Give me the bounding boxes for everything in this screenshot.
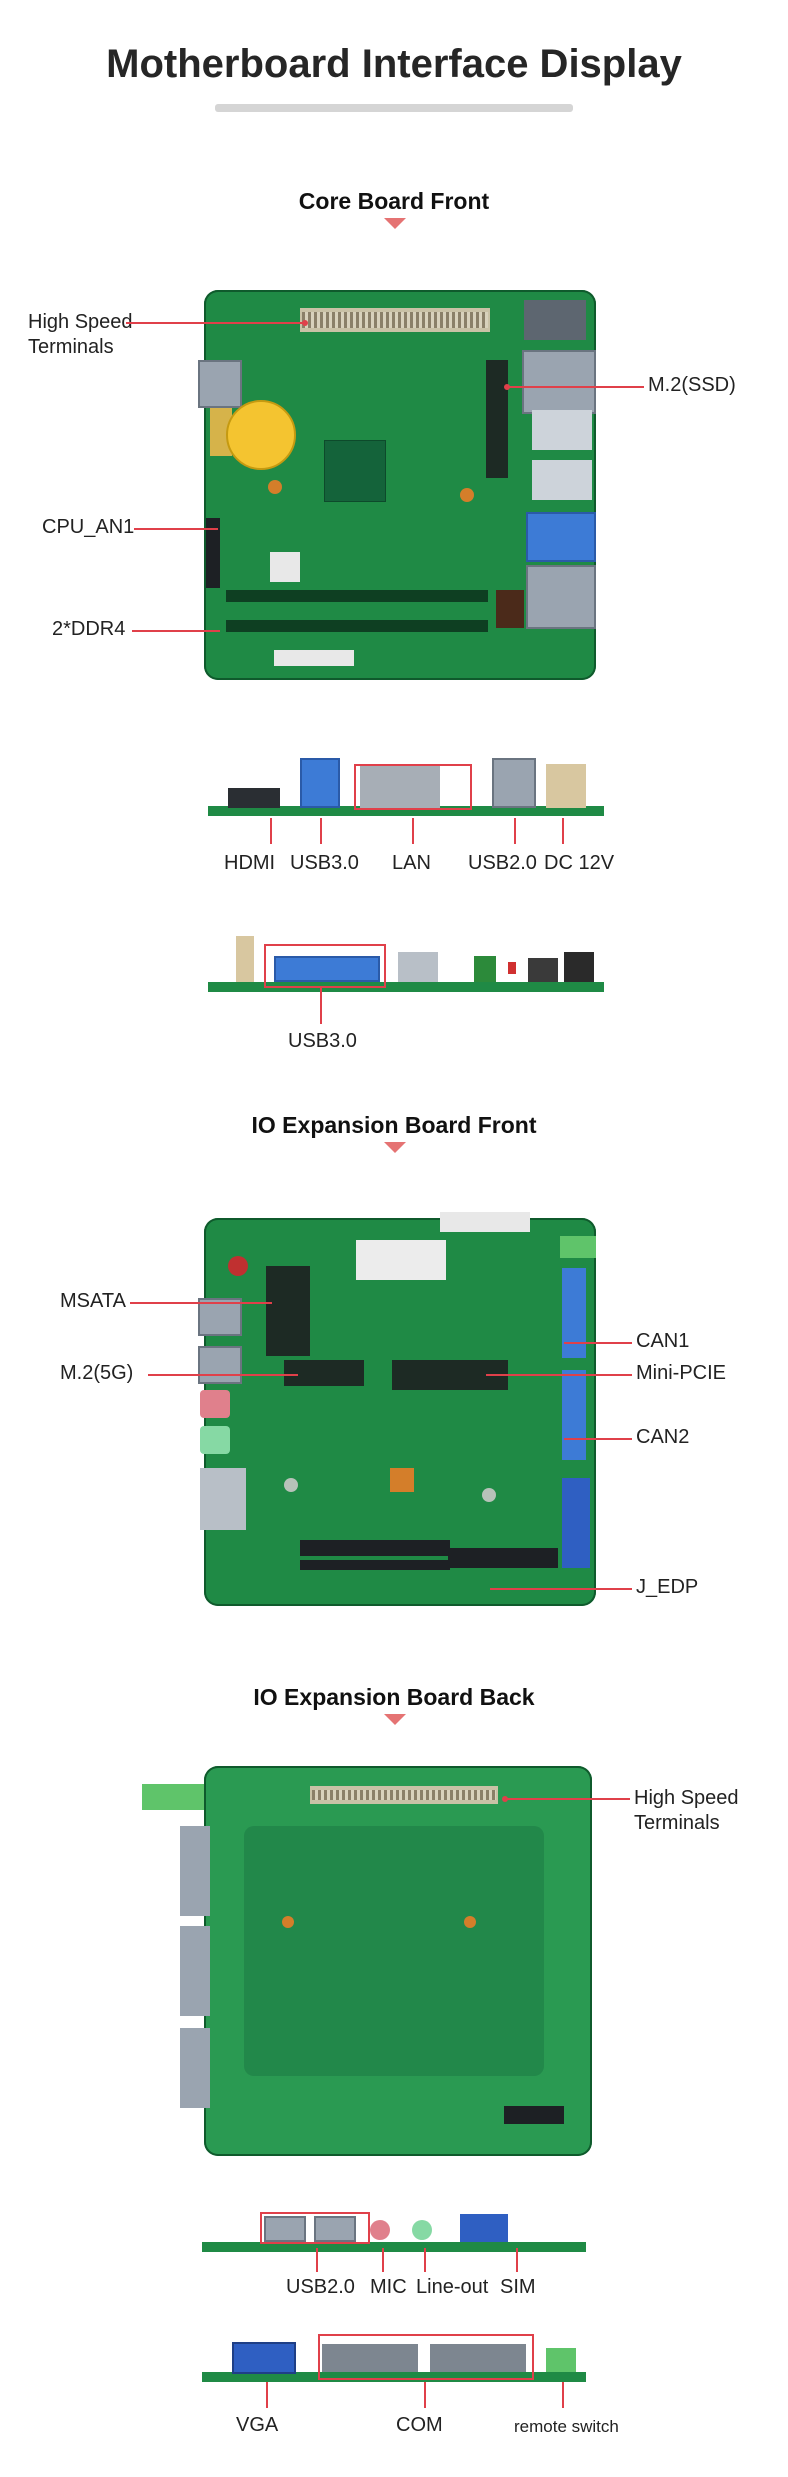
label-usb2: USB2.0 xyxy=(286,2276,355,2298)
io-back-board-image xyxy=(142,1766,592,2156)
section-heading-io-back: IO Expansion Board Back xyxy=(253,1684,535,1710)
edp-connector xyxy=(448,1548,558,1568)
lineout-port xyxy=(412,2220,432,2240)
title-underline xyxy=(215,104,573,112)
usb-port-right xyxy=(522,350,596,414)
label-com: COM xyxy=(396,2414,443,2436)
usb3-front-ports xyxy=(274,956,380,982)
section-arrow-icon xyxy=(384,1142,406,1153)
label-cpu-fan: CPU_AN1 xyxy=(42,516,135,538)
vga-port-back xyxy=(232,2342,296,2374)
label-can2: CAN2 xyxy=(636,1426,690,1448)
section-arrow-icon xyxy=(384,218,406,229)
mic-jack xyxy=(200,1390,230,1418)
mic-port xyxy=(370,2220,390,2240)
com-port-2 xyxy=(430,2344,526,2372)
m2-slot xyxy=(486,360,508,478)
com-port-1 xyxy=(322,2344,418,2372)
label-sim: SIM xyxy=(500,2276,536,2298)
cmos-battery xyxy=(226,400,296,470)
ddr4-slot-1 xyxy=(226,590,488,602)
label-high-speed-terminals-back: High Speed Terminals xyxy=(634,1787,739,1834)
label-dc12v: DC 12V xyxy=(544,852,615,874)
sim-slot xyxy=(200,1468,246,1530)
dc-jack xyxy=(546,764,586,808)
label-usb3-rear: USB3.0 xyxy=(290,852,359,874)
highlight-box-usb3-front xyxy=(264,944,386,988)
msata-slot xyxy=(266,1266,310,1356)
label-high-speed-terminals: High Speed Terminals xyxy=(28,311,133,358)
io-front-board-image xyxy=(198,1212,596,1606)
ddr4-slot-2 xyxy=(226,620,488,632)
highlight-box-lan xyxy=(354,764,472,810)
label-usb2-rear: USB2.0 xyxy=(468,852,537,874)
usb2-port xyxy=(492,758,536,808)
label-m2-5g: M.2(5G) xyxy=(60,1362,134,1384)
label-msata: MSATA xyxy=(60,1290,126,1312)
io-back-row2-image xyxy=(202,2340,586,2384)
lineout-jack xyxy=(200,1426,230,1454)
usb2-port-1 xyxy=(264,2216,306,2242)
usb-port-left xyxy=(198,360,242,408)
usb2-port-2 xyxy=(314,2216,356,2242)
section-arrow-icon xyxy=(384,1714,406,1725)
label-vga: VGA xyxy=(236,2414,279,2436)
core-board-rear-io-image xyxy=(208,758,604,818)
label-mic: MIC xyxy=(370,2276,407,2298)
label-hdmi: HDMI xyxy=(224,852,276,874)
db9-can1 xyxy=(562,1268,586,1358)
label-line-out: Line-out xyxy=(416,2276,489,2298)
io-back-row1-image xyxy=(202,2208,586,2254)
db9-can2 xyxy=(562,1370,586,1460)
label-j-edp: J_EDP xyxy=(636,1576,699,1598)
label-remote-switch: remote switch xyxy=(514,2417,619,2436)
core-board-front-io-image xyxy=(208,936,604,996)
label-lan: LAN xyxy=(392,852,431,874)
label-usb3-front: USB3.0 xyxy=(288,1030,357,1052)
vga-port xyxy=(562,1478,590,1568)
lan-ports xyxy=(360,766,440,808)
m2-5g-slot xyxy=(284,1360,364,1386)
label-ddr4: 2*DDR4 xyxy=(52,618,126,640)
label-mini-pcie: Mini-PCIE xyxy=(636,1362,727,1384)
highlight-box-usb2 xyxy=(260,2212,370,2244)
label-can1: CAN1 xyxy=(636,1330,690,1352)
page-title: Motherboard Interface Display xyxy=(106,42,682,86)
section-heading-core-board-front: Core Board Front xyxy=(298,188,490,214)
core-board-image xyxy=(198,290,596,680)
label-m2-ssd: M.2(SSD) xyxy=(648,374,736,396)
usb3-port-right xyxy=(526,512,596,562)
remote-switch-connector xyxy=(546,2348,576,2372)
sim-port xyxy=(460,2214,508,2242)
usb3-port xyxy=(300,758,340,808)
highlight-box-com xyxy=(318,2334,534,2380)
section-heading-io-front: IO Expansion Board Front xyxy=(251,1112,537,1138)
hdmi-port xyxy=(228,788,280,808)
